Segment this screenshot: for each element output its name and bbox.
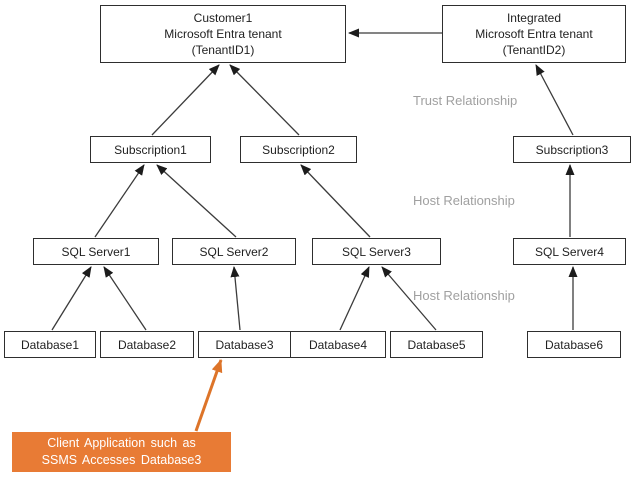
node-label: Database5 <box>407 337 466 352</box>
edge-db4-sql3 <box>339 266 370 331</box>
node-label: Subscription3 <box>535 142 609 157</box>
node-sql-server1: SQL Server1 <box>33 238 159 265</box>
edge-db1-sql1 <box>51 266 92 331</box>
node-label: SQL Server1 <box>61 244 131 259</box>
node-label: Database1 <box>20 337 80 352</box>
node-label: Database2 <box>117 337 177 352</box>
node-database6: Database6 <box>527 331 621 358</box>
edge-db5-sql3 <box>381 266 437 331</box>
node-label: (TenantID2) <box>502 43 566 57</box>
node-label: Customer1 <box>193 11 253 25</box>
node-label: Database4 <box>308 337 368 352</box>
node-database1: Database1 <box>4 331 96 358</box>
callout-text: SSMS Accesses Database3 <box>41 453 202 467</box>
node-sql-server3: SQL Server3 <box>312 238 441 265</box>
node-sql-server2: SQL Server2 <box>172 238 296 265</box>
node-label: (TenantID1) <box>191 43 255 57</box>
node-label: Database3 <box>215 337 274 352</box>
node-label: Database6 <box>544 337 604 352</box>
node-database2: Database2 <box>100 331 194 358</box>
edge-sql3-sub2 <box>300 164 371 238</box>
edge-db3-sql2 <box>230 266 241 331</box>
edge-sub1-tenant1 <box>151 64 220 136</box>
node-subscription2: Subscription2 <box>240 136 357 163</box>
node-database5: Database5 <box>390 331 483 358</box>
node-label: Microsoft Entra tenant <box>164 27 282 41</box>
edge-db2-sql1 <box>103 266 147 331</box>
callout-text: Client Application such as <box>47 436 196 450</box>
host-relationship-label-lower: Host Relationship <box>413 288 515 303</box>
node-sql-server4: SQL Server4 <box>513 238 626 265</box>
node-label: SQL Server3 <box>342 244 411 259</box>
trust-relationship-label: Trust Relationship <box>413 93 518 108</box>
node-label: SQL Server2 <box>199 244 269 259</box>
edge-sub2-tenant1 <box>229 64 300 136</box>
host-relationship-label-upper: Host Relationship <box>413 193 515 208</box>
node-label: Integrated <box>506 11 562 25</box>
node-database3: Database3 <box>198 331 291 358</box>
client-application-callout: Client Application such as SSMS Accesses… <box>12 432 231 472</box>
node-subscription3: Subscription3 <box>513 136 631 163</box>
node-label: Subscription2 <box>262 142 335 157</box>
node-integrated-tenant: Integrated Microsoft Entra tenant (Tenan… <box>442 5 626 63</box>
node-subscription1: Subscription1 <box>90 136 211 163</box>
node-customer1-tenant: Customer1 Microsoft Entra tenant (Tenant… <box>100 5 346 63</box>
edge-sub3-tenant2 <box>535 64 574 136</box>
node-label: SQL Server4 <box>535 244 604 259</box>
edge-callout-db3 <box>194 359 223 432</box>
edge-sql1-sub1 <box>94 164 145 238</box>
node-label: Subscription1 <box>114 142 187 157</box>
edge-sql2-sub1 <box>156 164 237 238</box>
node-database4: Database4 <box>290 331 386 358</box>
node-label: Microsoft Entra tenant <box>475 27 593 41</box>
